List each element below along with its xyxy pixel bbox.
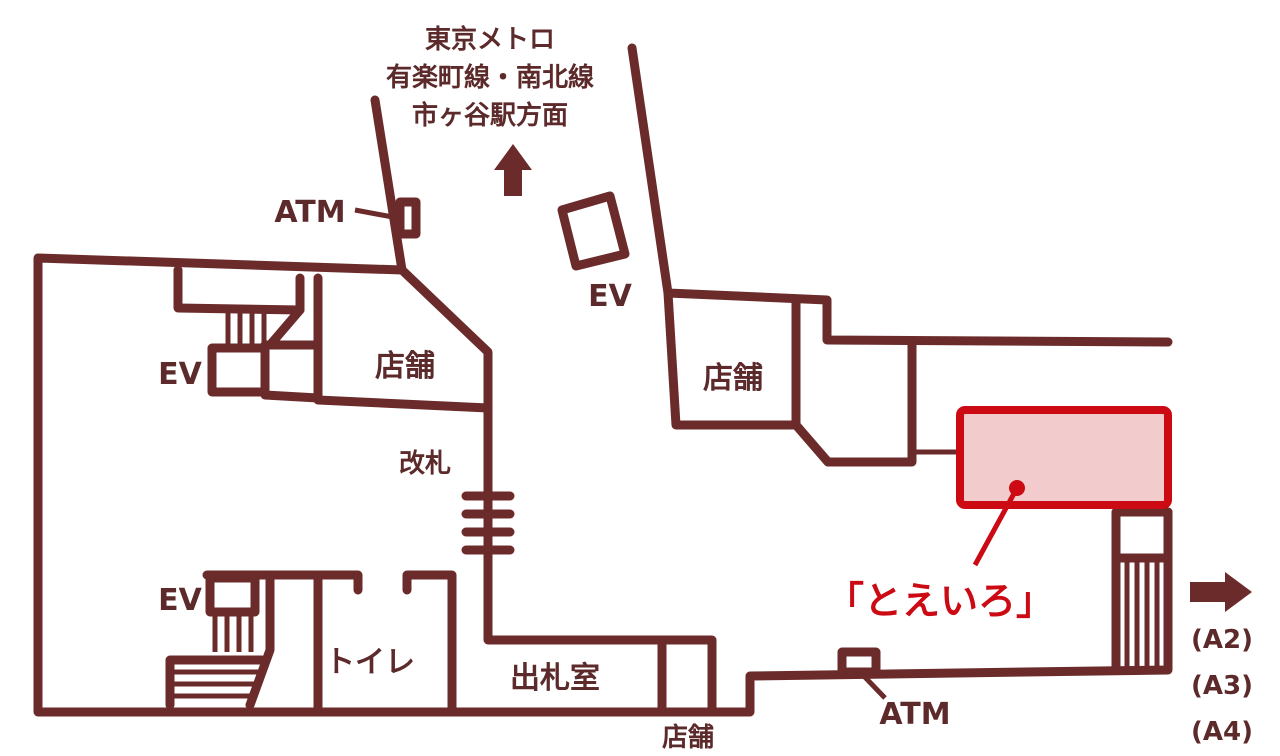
exit-a2: (A2)	[1191, 625, 1253, 655]
destination-line-1: 東京メトロ	[425, 24, 555, 55]
stairs-upper	[225, 310, 267, 345]
wall-seg	[402, 570, 457, 717]
ticket-office-label: 出札室	[510, 661, 600, 696]
ev-upper-box	[207, 343, 270, 397]
wall-seg	[260, 387, 323, 403]
exit-a4: (A4)	[1191, 717, 1253, 747]
highlight-shop-label[interactable]: 「とえいろ」	[826, 579, 1054, 623]
gate-wall	[397, 265, 717, 717]
exit-stair-box	[1111, 507, 1173, 563]
atm-bottom-box	[837, 647, 881, 677]
shop-left-label: 店舗	[375, 349, 435, 384]
arrow-right-icon	[1190, 572, 1252, 612]
outer-wall	[33, 95, 1173, 717]
destination-line-2: 有楽町線・南北線	[386, 62, 594, 93]
wall-seg	[245, 573, 275, 710]
highlight-shop-area[interactable]	[956, 406, 1172, 509]
shop-right-label: 店舗	[703, 361, 763, 396]
ev-top-label: EV	[588, 279, 632, 314]
highlight-pointer	[972, 486, 1020, 567]
right-upper-wall	[627, 43, 1173, 347]
turnstiles	[461, 491, 515, 555]
exit-a3: (A3)	[1191, 671, 1253, 701]
toilet-label: トイレ	[325, 645, 415, 680]
atm-top-label: ATM	[274, 195, 345, 230]
destination-line-3: 市ヶ谷駅方面	[412, 100, 568, 131]
shop-left-wall	[313, 273, 493, 413]
ev-lower-label: EV	[158, 583, 202, 618]
atm-top-pointer	[354, 207, 399, 221]
ev-lower-box	[205, 573, 260, 617]
shop-bottom-label: 店舗	[662, 723, 714, 753]
atm-bottom-label: ATM	[879, 697, 950, 732]
ev-upper-label: EV	[158, 357, 202, 392]
ev-top-box	[557, 191, 630, 271]
arrow-up-icon	[494, 144, 532, 196]
upper-stair-wall	[173, 265, 305, 350]
exit-stairs	[1124, 560, 1160, 668]
walls	[33, 43, 1173, 717]
atm-top-box	[395, 197, 421, 239]
shop-right-wall	[663, 288, 917, 467]
atm-bottom-pointer	[858, 670, 887, 700]
gate-label: 改札	[399, 448, 451, 479]
stairs-lower	[165, 612, 267, 710]
